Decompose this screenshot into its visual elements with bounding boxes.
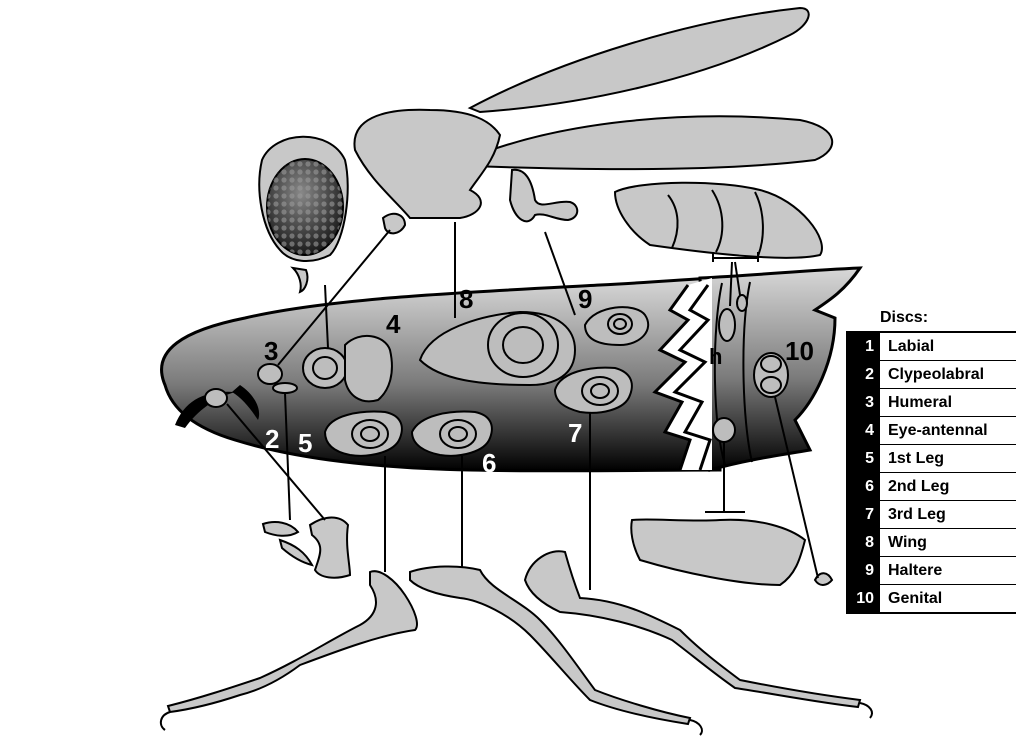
histoblast-dorsal-small <box>737 295 747 311</box>
legend-label: 1st Leg <box>880 445 944 472</box>
legend-number: 1 <box>848 333 880 360</box>
first-leg <box>168 571 417 712</box>
proboscis <box>293 268 307 292</box>
thorax <box>354 110 500 218</box>
label-genital: 10 <box>785 336 814 366</box>
legend-number: 6 <box>848 473 880 500</box>
legend-title: Discs: <box>846 305 1016 331</box>
legend-label: 3rd Leg <box>880 501 946 528</box>
histoblast-dorsal <box>719 309 735 341</box>
legend-number: 4 <box>848 417 880 444</box>
legend-label: 2nd Leg <box>880 473 949 500</box>
legend-label: Eye-antennal <box>880 417 988 444</box>
label-humeral: 3 <box>264 336 278 366</box>
label-clypeolabral: 2 <box>265 424 279 454</box>
humeral-piece <box>383 214 405 234</box>
legend-number: 7 <box>848 501 880 528</box>
labial-part <box>310 518 350 578</box>
upper-wing <box>470 8 809 112</box>
legend-number: 2 <box>848 361 880 388</box>
legend-label: Labial <box>880 333 934 360</box>
haltere <box>510 170 577 222</box>
clypeolabral-part <box>263 522 298 536</box>
genital-disc <box>754 353 788 397</box>
legend-number: 8 <box>848 529 880 556</box>
legend-number: 9 <box>848 557 880 584</box>
legend-label: Genital <box>880 585 942 612</box>
humeral-disc <box>258 364 282 384</box>
label-wing: 8 <box>459 284 473 314</box>
labial-disc <box>205 389 227 407</box>
label-first-leg: 5 <box>298 428 312 458</box>
legend-number: 5 <box>848 445 880 472</box>
lower-wing <box>465 116 832 169</box>
claws <box>161 703 872 735</box>
label-labial: 1 <box>192 424 206 454</box>
label-second-leg: 6 <box>482 448 496 478</box>
legend-number: 3 <box>848 389 880 416</box>
clypeolabral-disc <box>273 383 297 393</box>
label-eye-antennal: 4 <box>386 309 401 339</box>
legend-number: 10 <box>848 585 880 612</box>
legend-label: Clypeolabral <box>880 361 984 388</box>
first-leg-disc <box>325 412 402 456</box>
label-third-leg: 7 <box>568 418 582 448</box>
label-histoblast: h <box>709 344 722 369</box>
legend-label: Humeral <box>880 389 952 416</box>
legend-label: Wing <box>880 529 927 556</box>
label-haltere: 9 <box>578 284 592 314</box>
histoblast-ventral <box>713 418 735 442</box>
legend-label: Haltere <box>880 557 942 584</box>
abdomen-ventral <box>631 519 805 585</box>
